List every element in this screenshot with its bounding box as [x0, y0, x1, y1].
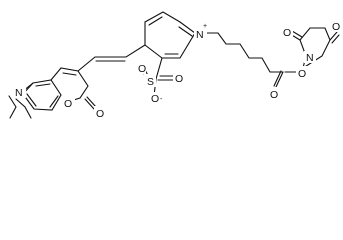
- sulfonate-oxygen-label-1: O: [138, 63, 146, 75]
- ester-oxygen-label: O: [298, 68, 306, 80]
- sulfonate-oxygen-label-3: O: [151, 93, 159, 105]
- amine-nitrogen-label: N: [15, 87, 23, 99]
- sulfonate-charge-label: -: [160, 96, 163, 103]
- sulfonate-oxygen-label-2: O: [175, 73, 183, 85]
- pyridinium-charge-label: +: [203, 23, 207, 30]
- ester-carbonyl-oxygen-label: O: [270, 89, 278, 101]
- pyridinium-nitrogen-label: N: [196, 29, 204, 41]
- lactone-carbonyl-oxygen-label: O: [96, 108, 104, 120]
- succinimide-carbonyl-oxygen-label-2: O: [332, 21, 340, 33]
- ring-oxygen-label: O: [64, 98, 72, 110]
- chemical-structure: N O O N + O O S O - O O N O O: [8, 11, 343, 120]
- succinimide-carbonyl-oxygen-label-1: O: [283, 27, 291, 39]
- succinimide-nitrogen-label: N: [306, 52, 314, 64]
- sulfonate-sulfur-label: S: [147, 76, 154, 88]
- atom-labels: N O O N + O O S O - O O N O O: [13, 20, 343, 120]
